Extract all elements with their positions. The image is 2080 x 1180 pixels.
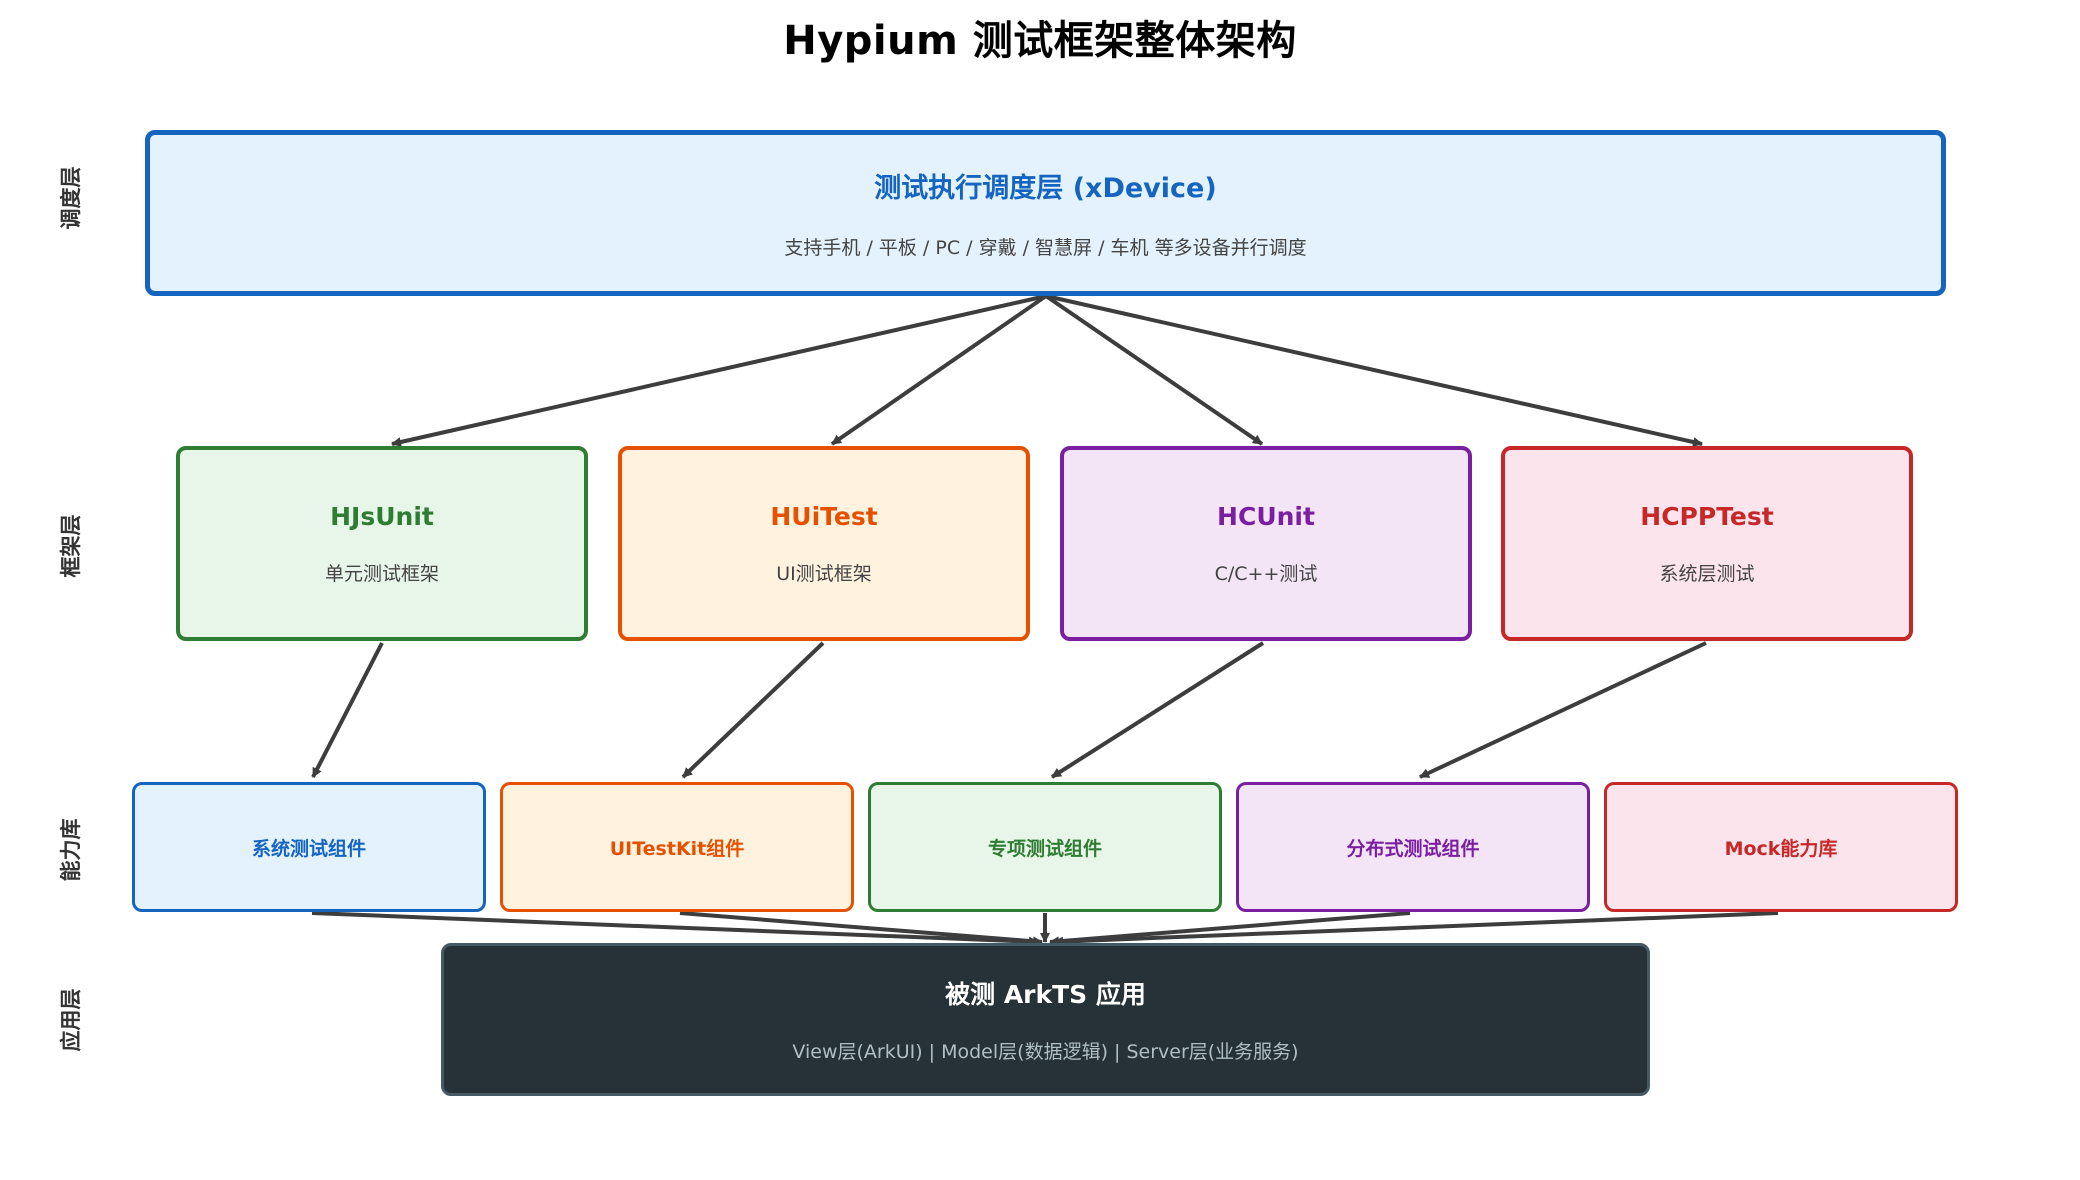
framework-node-hcunit: HCUnit C/C++测试 [1060, 446, 1472, 641]
framework-node-hjsunit: HJsUnit 单元测试框架 [176, 446, 588, 641]
framework-name: HUiTest [770, 501, 878, 531]
arrow-hcpptest-to-distributed-test [1419, 641, 1707, 779]
framework-desc: UI测试框架 [776, 562, 872, 585]
scheduler-node: 测试执行调度层 (xDevice) 支持手机 / 平板 / PC / 穿戴 / … [145, 130, 1946, 296]
arrow-scheduler-to-hjsunit [391, 294, 1047, 447]
framework-desc: 系统层测试 [1659, 562, 1755, 585]
capability-name: 分布式测试组件 [1346, 837, 1480, 860]
capability-node-mock: Mock能力库 [1604, 782, 1958, 912]
arrow-mock-to-app [1053, 911, 1779, 947]
framework-node-hcpptest: HCPPTest 系统层测试 [1501, 446, 1913, 641]
scheduler-subtitle: 支持手机 / 平板 / PC / 穿戴 / 智慧屏 / 车机 等多设备并行调度 [784, 237, 1307, 259]
framework-desc: C/C++测试 [1214, 562, 1318, 585]
capability-name: UITestKit组件 [609, 837, 745, 860]
capability-node-system-test: 系统测试组件 [132, 782, 486, 912]
arrow-uitestkit-to-app [679, 911, 1043, 947]
arrow-hjsunit-to-system-test [311, 642, 384, 778]
framework-name: HJsUnit [330, 501, 434, 531]
arrow-system-test-to-app [311, 911, 1039, 947]
capability-node-uitestkit: UITestKit组件 [500, 782, 854, 912]
framework-node-huitest: HUiTest UI测试框架 [618, 446, 1030, 641]
arrow-scheduler-to-hcpptest [1045, 294, 1703, 447]
arrow-scheduler-to-hcunit [1044, 294, 1264, 446]
application-node: 被测 ArkTS 应用 View层(ArkUI) | Model层(数据逻辑) … [441, 943, 1650, 1096]
framework-name: HCUnit [1217, 501, 1315, 531]
arrow-distributed-test-to-app [1049, 911, 1411, 947]
arrow-huitest-to-uitestkit [681, 641, 825, 779]
framework-desc: 单元测试框架 [324, 562, 439, 585]
capability-node-distributed-test: 分布式测试组件 [1236, 782, 1590, 912]
arrow-hcunit-to-special-test [1050, 641, 1265, 779]
application-title: 被测 ArkTS 应用 [945, 980, 1146, 1009]
capability-name: 系统测试组件 [251, 837, 366, 860]
scheduler-title: 测试执行调度层 (xDevice) [874, 173, 1217, 204]
framework-name: HCPPTest [1640, 501, 1774, 531]
application-subtitle: View层(ArkUI) | Model层(数据逻辑) | Server层(业务… [792, 1041, 1299, 1063]
arrow-scheduler-to-huitest [830, 294, 1048, 446]
capability-name: Mock能力库 [1724, 837, 1838, 860]
page-title: Hypium 测试框架整体架构 [783, 18, 1297, 64]
capability-name: 专项测试组件 [987, 837, 1102, 860]
capability-node-special-test: 专项测试组件 [868, 782, 1222, 912]
